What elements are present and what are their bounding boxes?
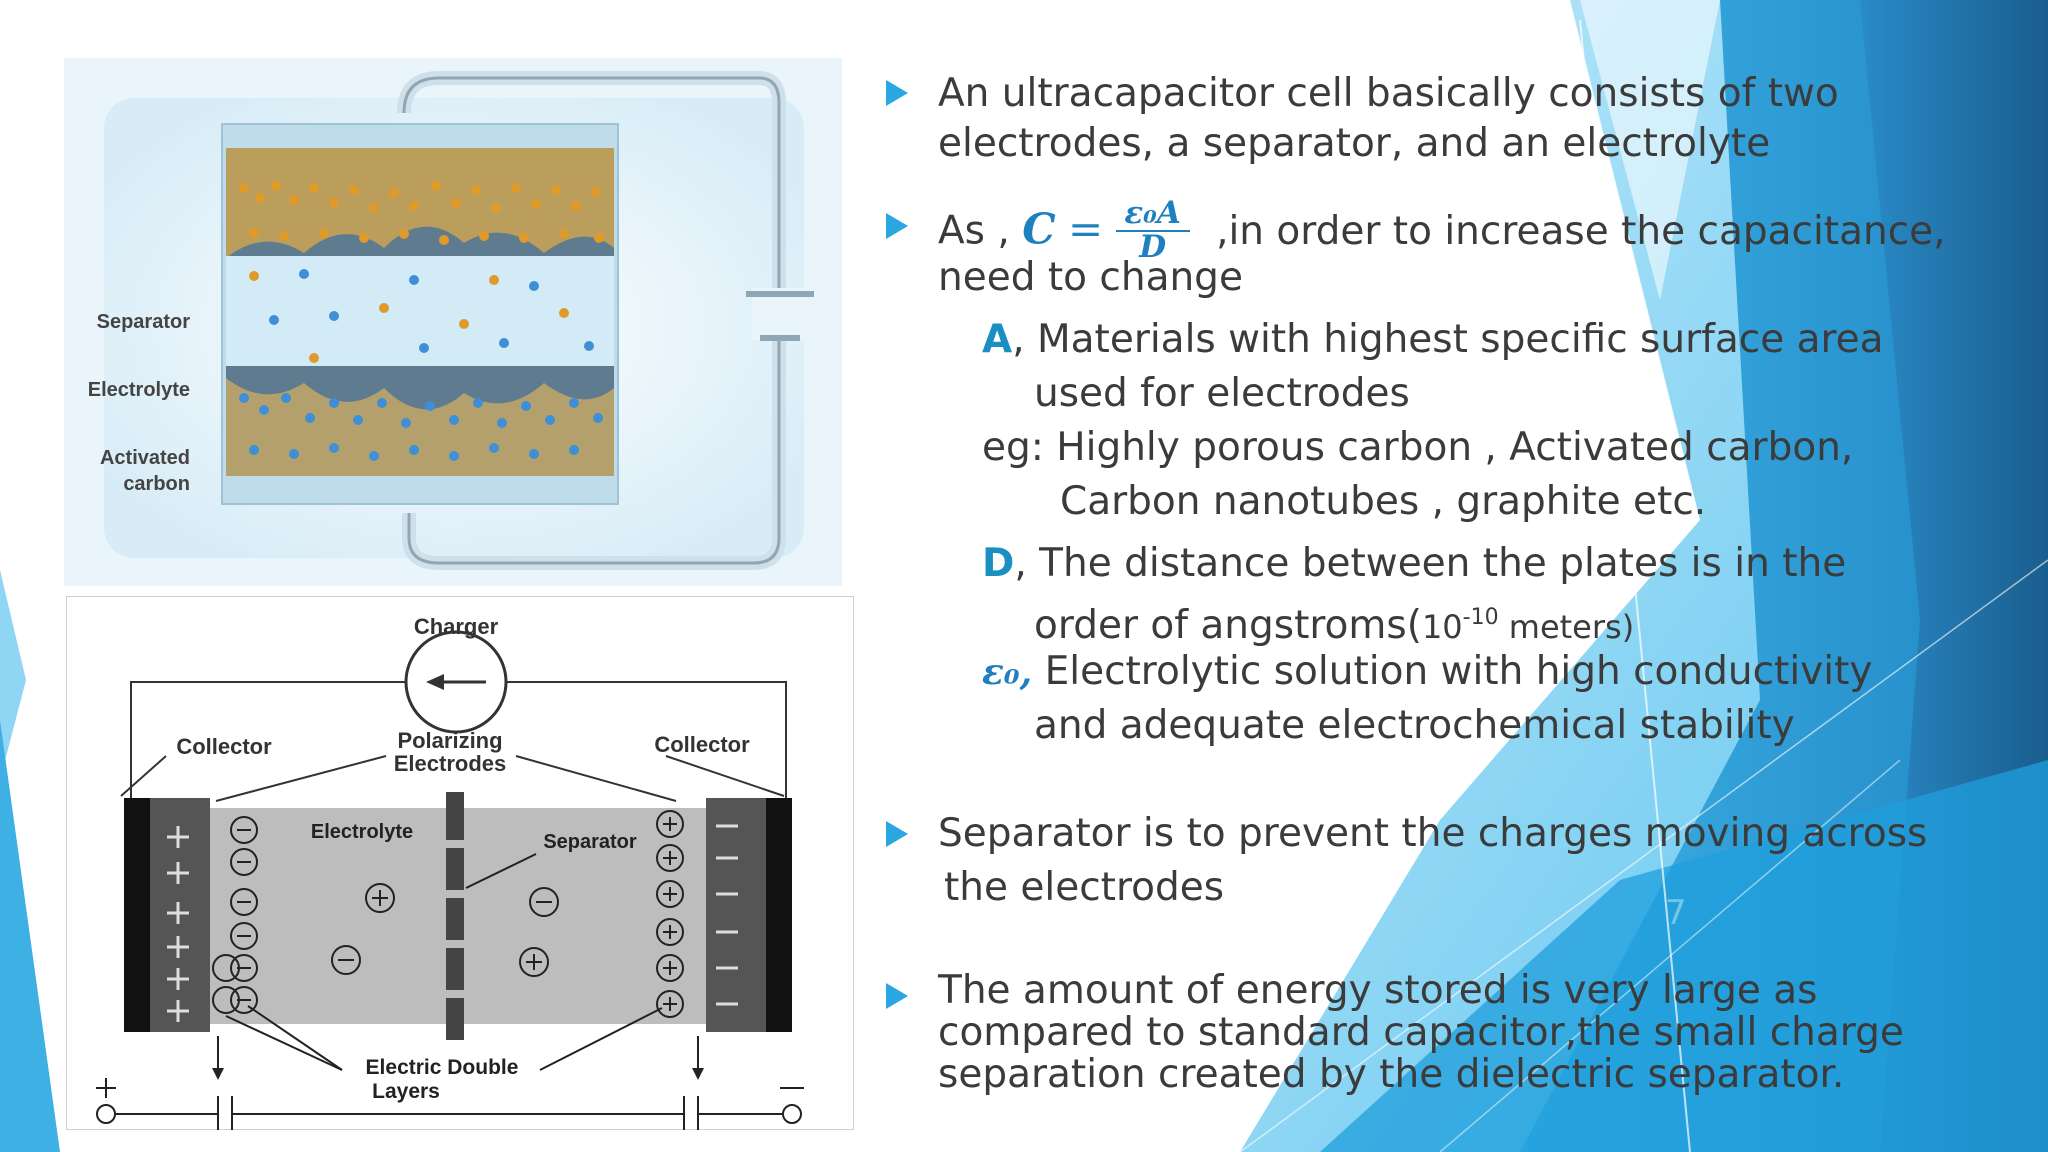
page-number: 7 xyxy=(1665,893,1687,933)
label-electrolyte: Electrolyte xyxy=(88,379,190,401)
right-panel-bottom xyxy=(1320,760,2048,1152)
bullet-3-line-2: the electrodes xyxy=(944,865,1225,910)
sub-d-base: 10 xyxy=(1421,608,1463,646)
sub-a-text: , Materials with highest specific surfac… xyxy=(1012,317,1884,362)
right-panel-white xyxy=(1580,0,1720,300)
electrode-right xyxy=(706,798,766,1032)
equation-c: C xyxy=(1022,204,1056,254)
left-stripe-2 xyxy=(0,720,60,1152)
label-polarizing-2: Electrodes xyxy=(394,751,507,776)
sub-d-text: , The distance between the plates is in … xyxy=(1014,541,1847,586)
label-activated-carbon-2: carbon xyxy=(123,473,190,495)
label-separator: Separator xyxy=(97,311,191,333)
equation-numerator: ε₀A xyxy=(1115,196,1190,232)
label-separator-2: Separator xyxy=(543,831,637,853)
sub-d-line-1: D, The distance between the plates is in… xyxy=(982,538,1846,589)
equation-fraction: ε₀A D xyxy=(1115,196,1190,265)
bullet-2-line-1: As , C = ε₀A D ,in order to increase the… xyxy=(938,196,1946,266)
label-charger: Charger xyxy=(414,614,499,639)
bullet-4-line-2: compared to standard capacitor,the small… xyxy=(938,1010,1904,1055)
sub-a-line-2: used for electrodes xyxy=(1034,371,1410,416)
equation-denominator: D xyxy=(1139,229,1167,265)
bullet-1-line-1: An ultracapacitor cell basically consist… xyxy=(938,71,1839,116)
bullet-1-line-2: electrodes, a separator, and an electrol… xyxy=(938,121,1771,166)
sub-e-symbol: ε₀, xyxy=(982,651,1033,693)
bullet-2-prefix: As , xyxy=(938,208,1010,254)
bullet-2-line-2: need to change xyxy=(938,255,1243,300)
label-collector-left: Collector xyxy=(176,734,272,759)
label-double-layer-2: Layers xyxy=(372,1080,440,1103)
bullet-arrow-icon xyxy=(886,821,908,847)
eg-line-2: Carbon nanotubes , graphite etc. xyxy=(1060,479,1707,524)
sub-e-text: Electrolytic solution with high conducti… xyxy=(1044,649,1873,694)
bullet-2-suffix: ,in order to increase the capacitance, xyxy=(1216,208,1946,254)
label-electrolyte-2: Electrolyte xyxy=(311,821,413,843)
eg-line-1: eg: Highly porous carbon , Activated car… xyxy=(982,425,1854,470)
sub-e-line-1: ε₀, Electrolytic solution with high cond… xyxy=(982,646,1872,698)
bullet-4-line-1: The amount of energy stored is very larg… xyxy=(938,968,1818,1013)
left-stripe xyxy=(0,570,26,780)
bullet-arrow-icon xyxy=(886,80,908,106)
collector-plate-left xyxy=(124,798,150,1032)
label-collector-right: Collector xyxy=(654,732,750,757)
bullet-3-line-1: Separator is to prevent the charges movi… xyxy=(938,811,1928,856)
sub-d-letter: D xyxy=(982,541,1015,586)
equation-equals: = xyxy=(1068,204,1104,254)
sub-d-text-2: order of angstroms( xyxy=(1034,603,1422,648)
sub-a-letter: A xyxy=(982,317,1013,362)
sub-d-line-2: order of angstroms(10-10 meters) xyxy=(1034,592,1634,653)
bullet-arrow-icon xyxy=(886,983,908,1009)
sub-e-line-2: and adequate electrochemical stability xyxy=(1034,703,1795,748)
sub-d-exponent: -10 xyxy=(1462,605,1499,630)
electrode-illustration: Separator Electrolyte Activated carbon xyxy=(64,58,842,586)
bullet-arrow-icon xyxy=(886,213,908,239)
label-double-layer-1: Electric Double xyxy=(366,1056,519,1079)
label-polarizing-1: Polarizing xyxy=(397,728,502,753)
bullet-4-line-3: separation created by the dielectric sep… xyxy=(938,1052,1845,1097)
collector-plate-right xyxy=(766,798,792,1032)
sub-a-line-1: A, Materials with highest specific surfa… xyxy=(982,314,1884,365)
double-layer-schematic: Charger Collector Collector Polarizing E… xyxy=(66,596,854,1130)
label-activated-carbon-1: Activated xyxy=(100,447,190,469)
sub-d-unit: meters) xyxy=(1498,608,1635,646)
